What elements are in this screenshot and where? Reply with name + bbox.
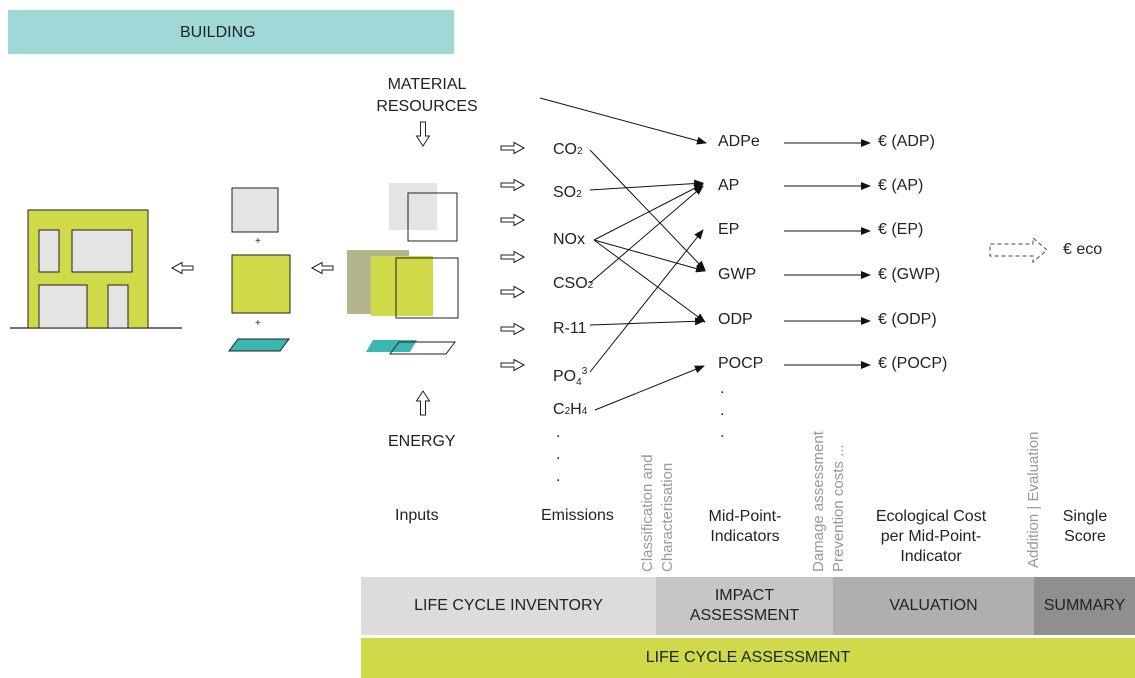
cost-ap: € (AP) (878, 177, 924, 194)
step-classification-characterisation: Classification and Characterisation (639, 454, 676, 572)
band-summary: SUMMARY (1034, 577, 1135, 635)
hollow-right-arrow-icon (500, 141, 526, 155)
column-midpoint-indicators: Mid-Point- Indicators (708, 508, 782, 545)
emission-cso2: CSO2 (553, 275, 594, 292)
emission-c2h4: C2H4 (553, 401, 588, 418)
hollow-right-arrow-icon (500, 213, 526, 227)
midpoint-ep: EP (718, 221, 740, 238)
hollow-left-arrow-icon (310, 261, 334, 275)
emission-co2: CO2 (553, 141, 583, 158)
emission-continuation-dots: . . . (556, 424, 561, 485)
step-damage-assessment: Damage assessment Prevention costs ... (810, 431, 847, 572)
hollow-left-arrow-icon (170, 261, 194, 275)
component-assembly-icon (228, 187, 291, 352)
band-impact-assessment: IMPACT ASSESSMENT (656, 577, 833, 635)
column-single-score: Single Score (1062, 508, 1108, 545)
midpoint-gwp: GWP (718, 266, 757, 283)
building-header-bar (8, 10, 454, 54)
cost-ep: € (EP) (878, 221, 924, 238)
column-ecological-cost: Ecological Cost per Mid-Point- Indicator (875, 508, 987, 565)
emission-nox: NOx (553, 231, 585, 248)
energy-label: ENERGY (388, 433, 456, 450)
cost-pocp: € (POCP) (878, 355, 948, 372)
emission-r11: R-11 (553, 320, 587, 337)
cost-gwp: € (GWP) (878, 266, 941, 283)
plus-sign: + (255, 236, 261, 247)
band-valuation: VALUATION (833, 577, 1034, 635)
midpoint-pocp: POCP (718, 355, 764, 372)
characterisation-arrows (539, 97, 707, 411)
hollow-right-arrow-icon (500, 322, 526, 336)
midpoint-odp: ODP (718, 311, 753, 328)
valuation-arrows (784, 139, 871, 369)
hollow-right-arrow-icon (500, 285, 526, 299)
material-resources-label: MATERIAL RESOURCES (376, 76, 478, 115)
emission-po43: PO43 (553, 366, 588, 388)
step-addition-evaluation: Addition | Evaluation (1025, 431, 1042, 569)
hollow-right-arrow-icon (500, 178, 526, 192)
hollow-right-arrow-icon (500, 250, 526, 264)
plus-sign: + (255, 318, 261, 329)
emission-so2: SO2 (553, 184, 582, 201)
band-life-cycle-assessment: LIFE CYCLE ASSESSMENT (361, 638, 1135, 678)
midpoint-continuation-dots: . . . (720, 380, 725, 441)
material-layers-icon (347, 183, 459, 355)
dashed-right-arrow-icon (989, 236, 1048, 264)
cost-odp: € (ODP) (878, 311, 937, 328)
hollow-down-arrow-icon (415, 121, 431, 147)
emission-input-arrows (500, 141, 526, 372)
building-icon (10, 209, 182, 329)
band-life-cycle-inventory: LIFE CYCLE INVENTORY (361, 577, 656, 635)
midpoint-adpe: ADPe (718, 133, 760, 150)
cost-adp: € (ADP) (878, 133, 935, 150)
building-title: BUILDING (180, 24, 256, 41)
hollow-up-arrow-icon (415, 390, 431, 416)
midpoint-ap: AP (718, 177, 740, 194)
column-inputs: Inputs (395, 507, 439, 524)
hollow-right-arrow-icon (500, 358, 526, 372)
eco-cost-label: € eco (1063, 241, 1103, 258)
column-emissions: Emissions (541, 507, 614, 524)
